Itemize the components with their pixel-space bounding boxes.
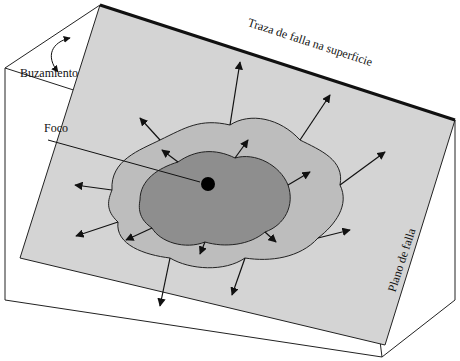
focus-leader: [48, 140, 200, 182]
fault-plane: [20, 5, 455, 345]
propagation-arrows: [75, 62, 385, 306]
fault-trace: [100, 5, 455, 120]
dip-label: Buzamiento: [20, 67, 78, 80]
block-frame: [5, 5, 455, 357]
rupture-area-outer: [109, 118, 344, 268]
focus-dot: [201, 177, 215, 191]
focus-label: Foco: [44, 122, 68, 135]
rupture-area-inner: [139, 152, 290, 246]
